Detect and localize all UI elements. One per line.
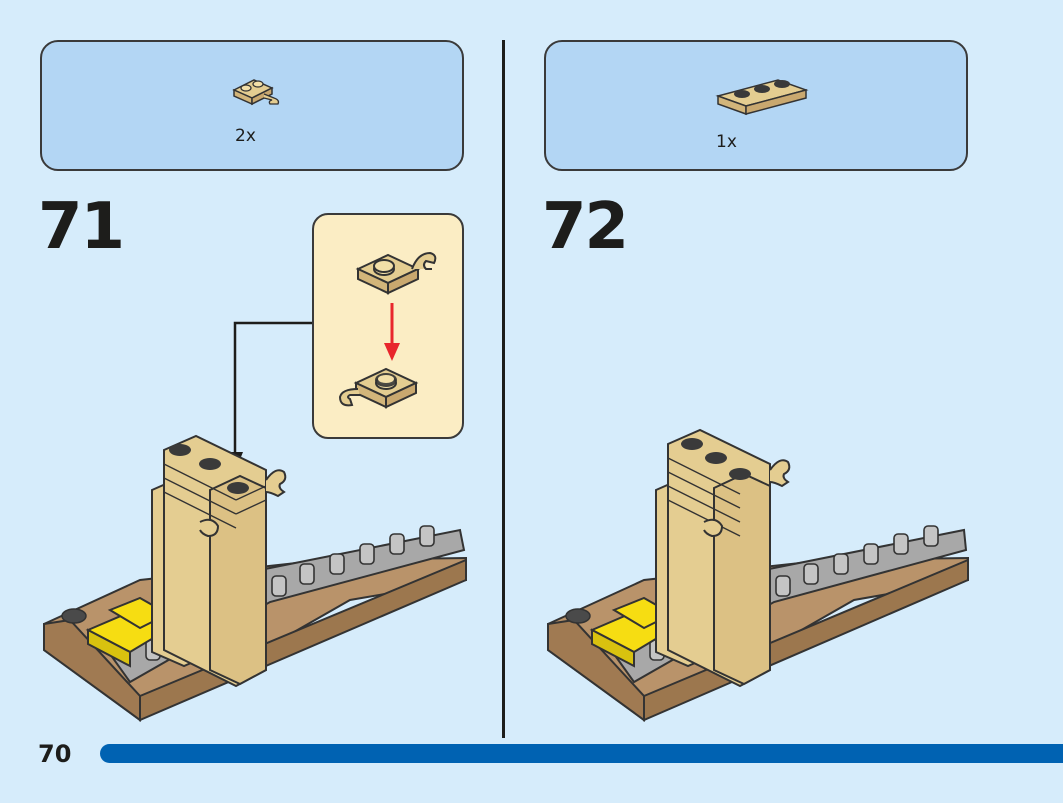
page-number: 70 [38, 740, 72, 768]
tan-plate-with-clip-icon [232, 79, 280, 106]
part-quantity: 1x [716, 132, 737, 152]
step-number-71: 71 [38, 190, 125, 264]
step-number-72: 72 [542, 190, 629, 264]
step-divider [502, 40, 505, 738]
model-step-71 [43, 434, 467, 722]
parts-box-step-72: 1x [544, 40, 968, 171]
callout-clip-plate-bottom [338, 367, 419, 409]
callout-clip-plate-top [355, 251, 437, 295]
part-quantity: 2x [235, 126, 256, 146]
model-step-72 [547, 428, 969, 722]
tan-plate-1x3-icon [715, 79, 809, 116]
red-arrow-icon [384, 303, 400, 361]
parts-box-step-71: 2x [40, 40, 464, 171]
sub-assembly-callout [312, 213, 464, 439]
progress-bar [100, 744, 1063, 763]
